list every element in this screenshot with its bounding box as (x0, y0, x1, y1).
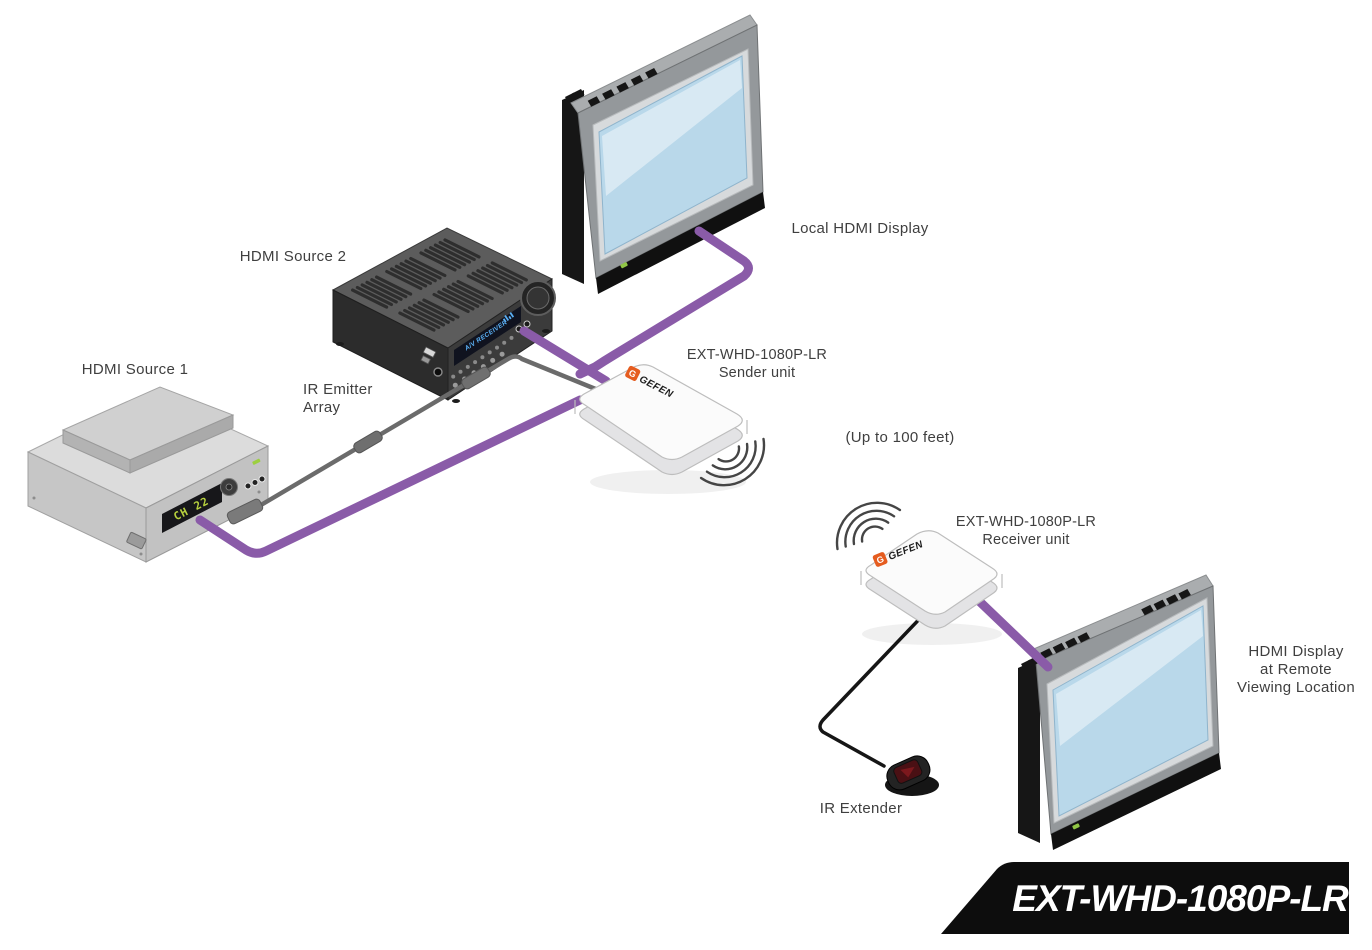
local-tv-led (620, 262, 628, 269)
stb-port (126, 531, 147, 550)
label-sender-model: EXT-WHD-1080P-LR (687, 347, 827, 363)
label-hdmi-source-1: HDMI Source 1 (82, 361, 188, 378)
label-remote-display-line2: at Remote (1260, 661, 1332, 678)
av-side-ports (420, 346, 437, 365)
local-tv-screen (598, 55, 748, 255)
label-remote-display-line1: HDMI Display (1248, 643, 1343, 660)
model-banner-text: EXT-WHD-1080P-LR (1012, 878, 1349, 919)
label-sender-name: Sender unit (719, 365, 795, 381)
ir-extender-cable (818, 608, 930, 768)
label-ir-emitter-line1: IR Emitter (303, 381, 373, 398)
hdmi-source-2-device: A/V RECEIVER (331, 227, 556, 403)
remote-hdmi-display-device (1018, 574, 1221, 850)
ir-emitter-node (461, 366, 491, 390)
label-remote-display-line3: Viewing Location (1237, 679, 1355, 696)
stb-connector (258, 475, 266, 483)
model-banner-background (941, 862, 1349, 934)
receiver-wireless-waves (823, 488, 905, 556)
remote-tv-led (1072, 823, 1080, 830)
hdmi-cable-remote-display (973, 595, 1053, 672)
hdmi-cable-source2 (519, 326, 611, 386)
label-receiver-name: Receiver unit (982, 532, 1069, 548)
remote-tv-screen (1052, 605, 1209, 817)
label-local-display: Local HDMI Display (791, 220, 928, 237)
stb-display (162, 483, 222, 533)
label-ir-extender: IR Extender (820, 800, 903, 817)
hdmi-cable-local-display (575, 226, 753, 379)
av-buttons (451, 335, 514, 379)
receiver-unit-device (860, 530, 1003, 645)
sender-unit-device (574, 364, 748, 494)
stb-power-led (252, 458, 261, 465)
stb-connector (251, 479, 259, 486)
hdmi-cable-source1 (195, 395, 585, 558)
label-range: (Up to 100 feet) (845, 429, 954, 446)
model-banner: EXT-WHD-1080P-LR (941, 862, 1350, 934)
ir-emitter-node (353, 430, 383, 454)
ir-emitter-cable (258, 354, 601, 508)
ir-emitter-head (226, 498, 264, 525)
local-hdmi-display-device (562, 14, 765, 294)
hdmi-source-1-device: CH 22 (26, 386, 270, 563)
stb-connector (244, 482, 252, 490)
label-hdmi-source-2: HDMI Source 2 (240, 248, 346, 265)
label-receiver-model: EXT-WHD-1080P-LR (956, 514, 1096, 530)
ir-extender-device (885, 755, 939, 796)
av-headphone-jack (433, 367, 443, 377)
label-ir-emitter-line2: Array (303, 399, 341, 416)
